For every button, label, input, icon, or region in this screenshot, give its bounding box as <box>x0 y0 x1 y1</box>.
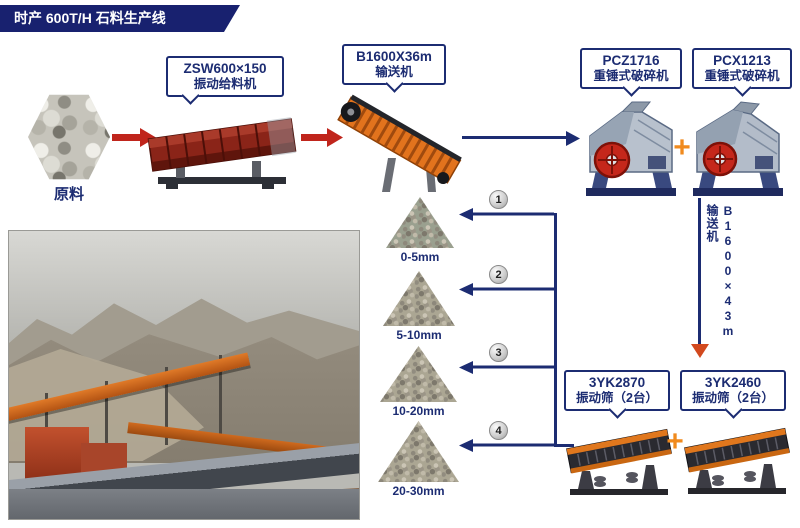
site-photo <box>8 230 360 520</box>
screen-3yk2460-model: 3YK2460 <box>704 375 762 390</box>
belt-conveyor-graphic <box>337 94 462 192</box>
arrow-product-2-icon <box>459 283 473 296</box>
crusher-pcx-label: PCX1213 重锤式破碎机 <box>692 48 792 97</box>
step-badge-4: 4 <box>489 421 508 440</box>
crusher-pcx-model: PCX1213 <box>713 53 771 68</box>
photo-conveyor-leg <box>219 355 222 441</box>
crusher-pcz-label: PCZ1716 重锤式破碎机 <box>580 48 682 97</box>
screen-3yk2870-graphic <box>566 428 672 495</box>
main-conveyor-label: B1600X36m 输送机 <box>342 44 446 93</box>
photo-conveyor-leg <box>45 393 48 445</box>
crusher-pcz-name: 重锤式破碎机 <box>593 69 669 83</box>
photo-conveyor-leg <box>105 381 108 445</box>
arrow-conveyor-to-crusher-icon <box>462 131 580 146</box>
crusher-pcx-graphic <box>693 101 783 196</box>
pile-5-10mm-label: 5-10mm <box>396 328 442 342</box>
pile-10-20mm-label: 10-20mm <box>392 404 445 418</box>
feeder-model: ZSW600×150 <box>183 61 267 76</box>
arrow-feeder-to-conveyor-icon <box>301 128 343 147</box>
screen-3yk2870-model: 3YK2870 <box>588 375 646 390</box>
title-banner: 时产 600T/H 石料生产线 <box>0 5 240 32</box>
arrow-raw-to-feeder-icon <box>112 128 156 147</box>
screen-3yk2460-graphic <box>684 427 790 494</box>
feeder-name: 振动给料机 <box>193 77 257 91</box>
feeder-label: ZSW600×150 振动给料机 <box>166 56 284 105</box>
vibrating-feeder-graphic <box>147 117 297 189</box>
main-conveyor-name: 输送机 <box>375 65 413 79</box>
arrow-product-4-icon <box>459 439 473 452</box>
line-crusher-to-screens <box>691 198 709 358</box>
screen-3yk2870-label: 3YK2870 振动筛（2台） <box>564 370 670 419</box>
pile-0-5mm-label: 0-5mm <box>400 250 440 264</box>
screen-3yk2870-name: 振动筛（2台） <box>576 391 658 405</box>
crusher-pcx-name: 重锤式破碎机 <box>704 69 780 83</box>
main-conveyor-model: B1600X36m <box>356 49 432 64</box>
raw-material-label: 原料 <box>53 186 84 203</box>
vertical-conveyor-label: B1600×43m 输送机 <box>705 204 735 339</box>
plus-icon: + <box>666 425 684 458</box>
crusher-pcz-model: PCZ1716 <box>602 53 660 68</box>
pile-20-30mm-label: 20-30mm <box>392 484 445 498</box>
arrow-product-3-icon <box>459 361 473 374</box>
step-badge-3: 3 <box>489 343 508 362</box>
plus-icon: + <box>673 131 691 164</box>
page-title: 时产 600T/H 石料生产线 <box>14 10 166 26</box>
screen-3yk2460-name: 振动筛（2台） <box>692 391 774 405</box>
down-arrow-icon <box>691 344 709 358</box>
photo-conveyor-leg <box>165 367 168 445</box>
screen-3yk2460-label: 3YK2460 振动筛（2台） <box>680 370 786 419</box>
crusher-pcz-graphic <box>586 101 676 196</box>
step-badge-1: 1 <box>489 190 508 209</box>
step-badge-2: 2 <box>489 265 508 284</box>
photo-ground <box>9 489 359 519</box>
arrow-product-1-icon <box>459 208 473 221</box>
product-trunk-line <box>459 208 574 452</box>
